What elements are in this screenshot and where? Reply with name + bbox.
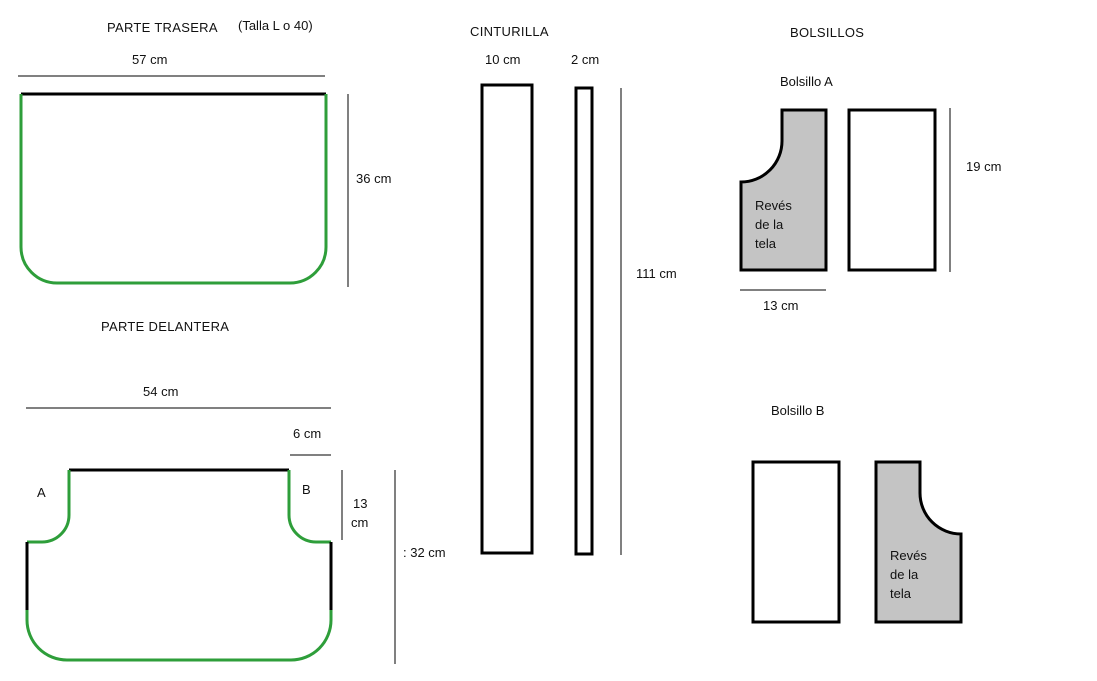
waistband-length-label: 111 cm bbox=[636, 266, 677, 281]
front-width-label: 54 cm bbox=[143, 384, 178, 399]
back-panel bbox=[19, 92, 328, 285]
pocket-b-reverse-text-line2: de la bbox=[890, 567, 919, 582]
pocket-a-reverse-text-line1: Revés bbox=[755, 198, 792, 213]
waistband-wide-strip bbox=[480, 83, 534, 555]
back-title: PARTE TRASERA bbox=[107, 20, 218, 35]
waistband-title: CINTURILLA bbox=[470, 24, 549, 39]
front-panel-left-crotch-curve bbox=[27, 470, 71, 544]
pocket-a-reverse-text-line2: de la bbox=[755, 217, 784, 232]
front-mark-b: B bbox=[302, 482, 311, 497]
back-panel-curved-edge bbox=[19, 94, 328, 285]
back-width-label: 57 cm bbox=[132, 52, 167, 67]
front-mark-a: A bbox=[37, 485, 46, 500]
pocket-b-title: Bolsillo B bbox=[771, 403, 824, 418]
pocket-a: Revés de la tela bbox=[739, 108, 937, 272]
pocket-a-title: Bolsillo A bbox=[780, 74, 833, 89]
pocket-a-lining-piece bbox=[847, 108, 937, 272]
pockets-title: BOLSILLOS bbox=[790, 25, 864, 40]
pocket-a-reverse-text-line3: tela bbox=[755, 236, 777, 251]
waistband-width-label: 10 cm bbox=[485, 52, 520, 67]
pocket-a-reverse-piece bbox=[739, 108, 828, 272]
pocket-b-lining-piece bbox=[751, 460, 841, 624]
back-height-label: 36 cm bbox=[356, 171, 391, 186]
pocket-b-reverse-text-line3: tela bbox=[890, 586, 912, 601]
front-panel-right-crotch-curve bbox=[287, 470, 331, 544]
pocket-b-reverse-piece bbox=[874, 460, 963, 624]
pocket-b-reverse-text-line1: Revés bbox=[890, 548, 927, 563]
front-notch-width-label: 6 cm bbox=[293, 426, 321, 441]
waistband-narrow-strip bbox=[574, 86, 594, 556]
front-panel-bottom-curve bbox=[25, 610, 333, 662]
waistband-narrow-width-label: 2 cm bbox=[571, 52, 599, 67]
front-title: PARTE DELANTERA bbox=[101, 319, 229, 334]
front-notch-height-label-line2: cm bbox=[351, 515, 368, 530]
pocket-b: Revés de la tela bbox=[751, 460, 963, 624]
size-note: (Talla L o 40) bbox=[238, 18, 313, 33]
pocket-height-label: 19 cm bbox=[966, 159, 1001, 174]
pocket-width-label: 13 cm bbox=[763, 298, 798, 313]
front-notch-height-label-line1: 13 bbox=[353, 496, 367, 511]
front-height-label: : 32 cm bbox=[403, 545, 446, 560]
front-panel bbox=[25, 468, 333, 662]
